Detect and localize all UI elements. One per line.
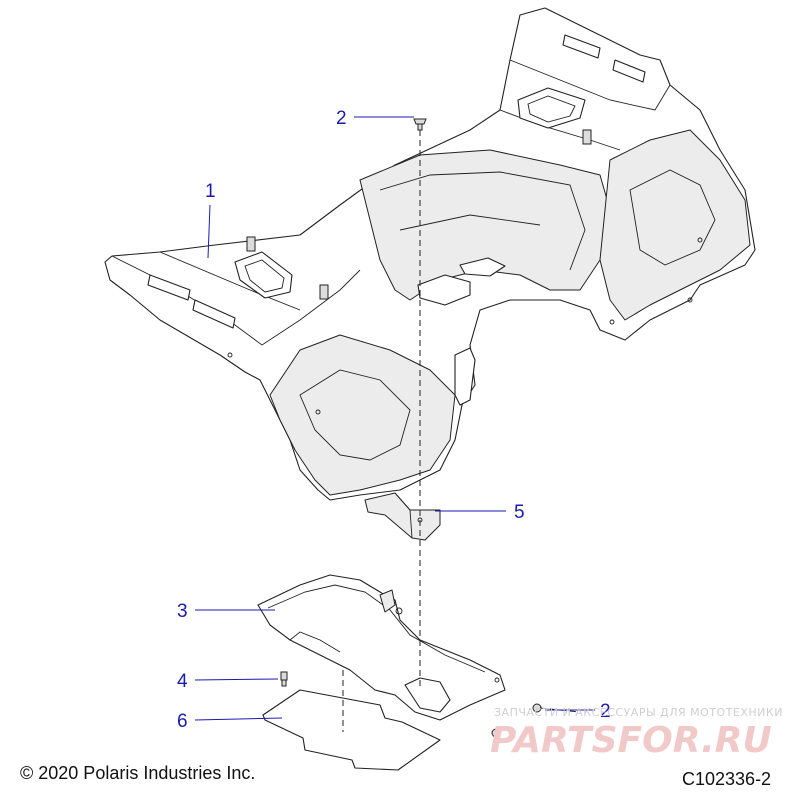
callout-3: 3 — [177, 601, 188, 622]
callout-1: 1 — [205, 181, 216, 202]
watermark-tagline: ЗАПЧАСТИ И АКСЕССУАРЫ ДЛЯ МОТОТЕХНИКИ — [494, 706, 783, 719]
watermark-brand: PARTSFOR.RU — [490, 720, 772, 761]
pad-part-6 — [262, 689, 441, 771]
leader-6 — [194, 717, 283, 721]
bracket-part-5 — [364, 492, 441, 541]
copyright-notice: © 2020 Polaris Industries Inc. — [20, 763, 255, 783]
fastener-part-2-bottom-b — [491, 728, 501, 738]
panel-part-3 — [257, 574, 506, 721]
callout-4: 4 — [177, 671, 188, 692]
diagram-number: C102336-2 — [682, 769, 771, 789]
fastener-part-2-top — [413, 118, 427, 131]
leader-4 — [194, 678, 279, 681]
rear-fender-part-1 — [104, 7, 756, 501]
callout-2-bottom: 2 — [600, 701, 611, 722]
callout-2-top: 2 — [336, 108, 347, 129]
leader-1 — [207, 204, 211, 259]
fastener-part-4 — [280, 671, 288, 687]
callout-6: 6 — [177, 711, 188, 732]
callout-5: 5 — [514, 502, 525, 523]
